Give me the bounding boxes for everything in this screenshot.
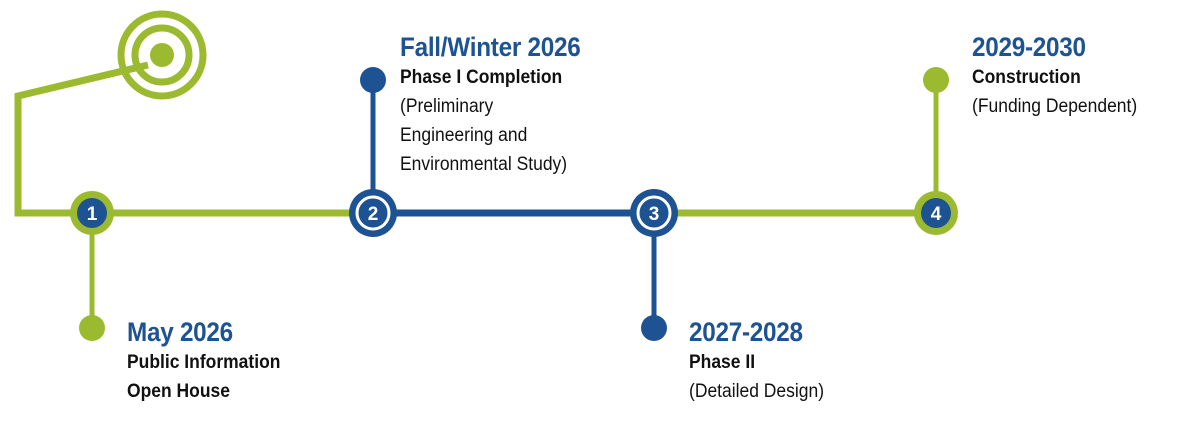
- milestone-1-title-line-1: Public Information: [127, 352, 281, 373]
- timeline-node-1-number: 1: [87, 204, 98, 225]
- milestone-2-dot: [360, 67, 386, 93]
- timeline-node-4-number: 4: [931, 204, 942, 225]
- timeline-node-2: 2: [349, 189, 397, 237]
- milestone-3-detail-line-1: (Detailed Design): [689, 381, 825, 402]
- timeline-node-1: 1: [70, 191, 114, 235]
- milestone-2-label: Fall/Winter 2026 Phase I Completion (Pre…: [400, 31, 601, 179]
- milestone-1-date: May 2026: [127, 317, 233, 347]
- milestone-3-date: 2027-2028: [689, 317, 803, 347]
- milestone-3-label: 2027-2028 Phase II (Detailed Design): [689, 316, 836, 406]
- milestone-4-label: 2029-2030 Construction (Funding Dependen…: [972, 31, 1152, 121]
- timeline-node-3: 3: [630, 189, 678, 237]
- milestone-3-title-line-1: Phase II: [689, 352, 756, 373]
- timeline-node-4: 4: [914, 191, 958, 235]
- milestone-1-title-line-2: Open House: [127, 381, 230, 402]
- timeline-node-2-number: 2: [368, 204, 379, 225]
- milestone-4-title-line-1: Construction: [972, 67, 1081, 88]
- milestone-4-date: 2029-2030: [972, 32, 1086, 62]
- milestone-4-detail-line-1: (Funding Dependent): [972, 96, 1138, 117]
- target-icon: [117, 10, 207, 100]
- milestone-2-detail-line-3: Environmental Study): [400, 154, 568, 175]
- milestone-3-dot: [641, 315, 667, 341]
- milestone-1-dot: [79, 315, 105, 341]
- milestone-2-detail-line-1: (Preliminary: [400, 96, 494, 117]
- milestone-2-detail-line-2: Engineering and: [400, 125, 528, 146]
- milestone-2-title-line-1: Phase I Completion: [400, 67, 563, 88]
- timeline-node-3-number: 3: [649, 204, 660, 225]
- milestone-1-label: May 2026 Public Information Open House: [127, 316, 294, 406]
- logo-connector-line: [14, 61, 149, 217]
- milestone-4-dot: [923, 67, 949, 93]
- milestone-2-date: Fall/Winter 2026: [400, 32, 581, 62]
